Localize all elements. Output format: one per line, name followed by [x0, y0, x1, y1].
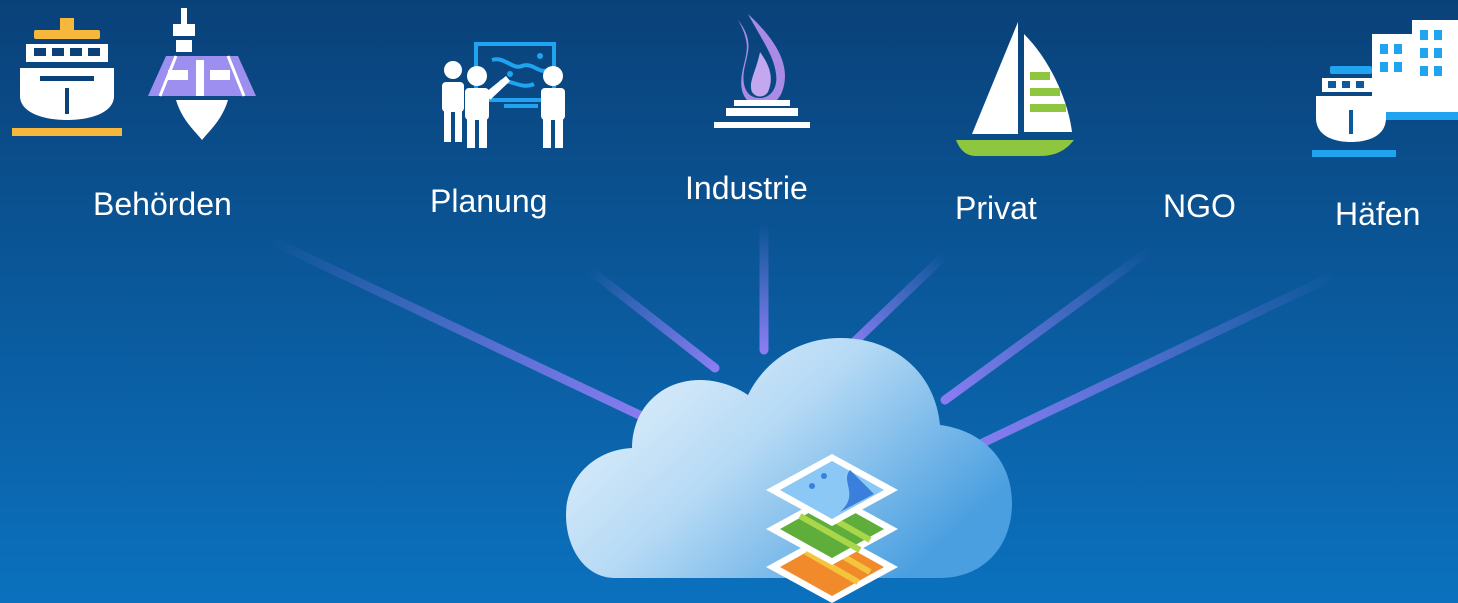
connector-haefen [967, 270, 1340, 453]
label-behoerden: Behörden [93, 186, 232, 222]
cloud-icon [566, 338, 1012, 578]
connector-behoerden [265, 235, 655, 425]
gas-flame-icon [714, 14, 810, 128]
planning-team-icon [442, 42, 565, 148]
label-privat: Privat [955, 190, 1037, 226]
map-layers-icon [766, 454, 898, 603]
offshore-platform-icon [148, 8, 256, 140]
label-industrie: Industrie [685, 170, 808, 206]
connector-planung [585, 265, 720, 373]
connector-lines [265, 220, 1340, 453]
ship-icon [12, 18, 122, 136]
connector-ngo [940, 245, 1155, 405]
sailboat-icon [956, 22, 1074, 156]
label-haefen: Häfen [1335, 196, 1421, 232]
label-planung: Planung [430, 183, 548, 219]
label-ngo: NGO [1163, 188, 1236, 224]
port-ship-buildings-icon [1312, 20, 1458, 157]
connector-privat [843, 250, 950, 353]
